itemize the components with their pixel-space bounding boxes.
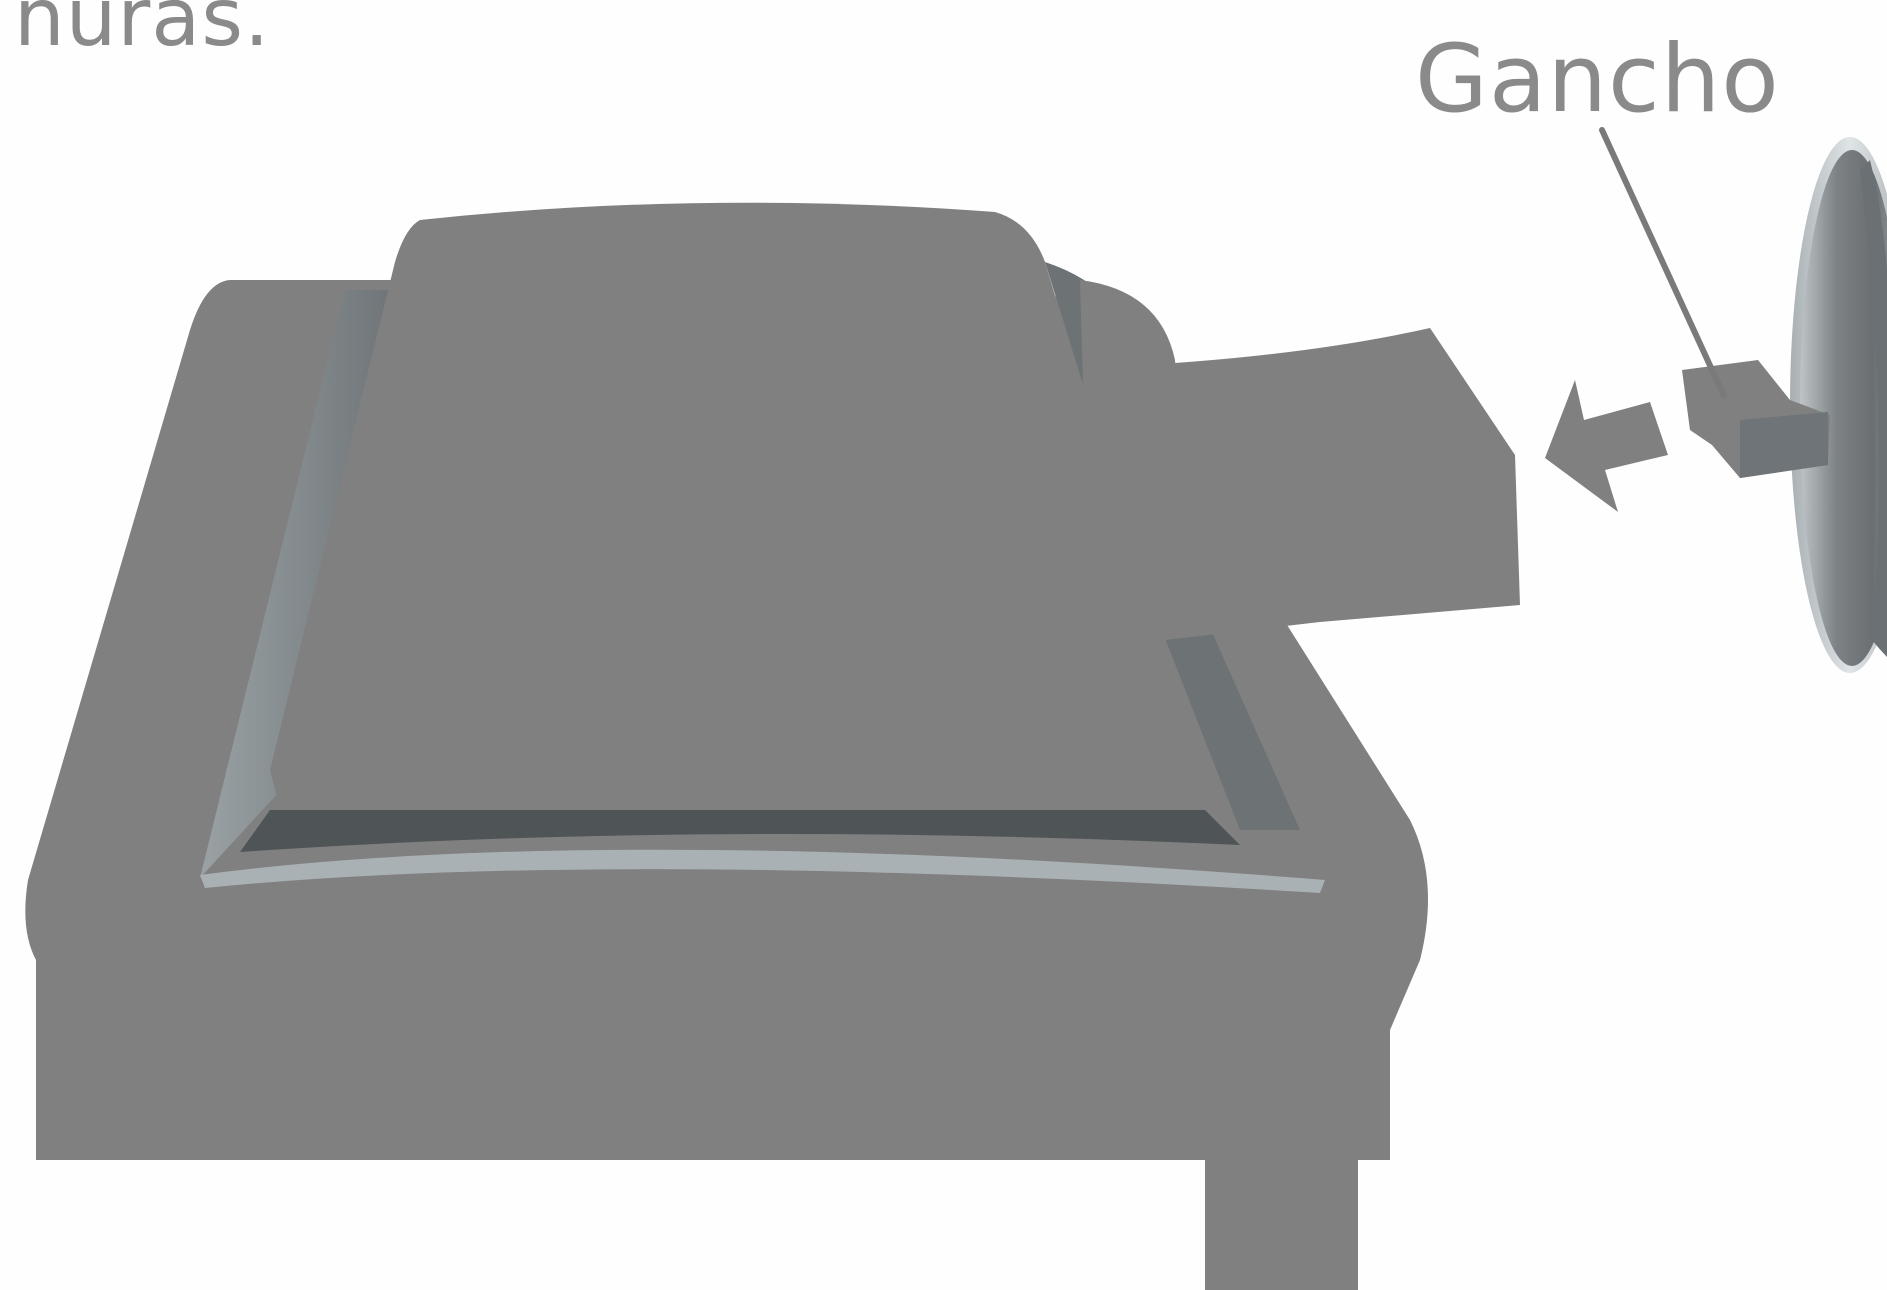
stand-arm	[1095, 328, 1520, 640]
hook-callout-leader	[1602, 130, 1724, 396]
insert-arrow-icon	[1545, 380, 1668, 512]
stand-foot	[1205, 1150, 1358, 1290]
